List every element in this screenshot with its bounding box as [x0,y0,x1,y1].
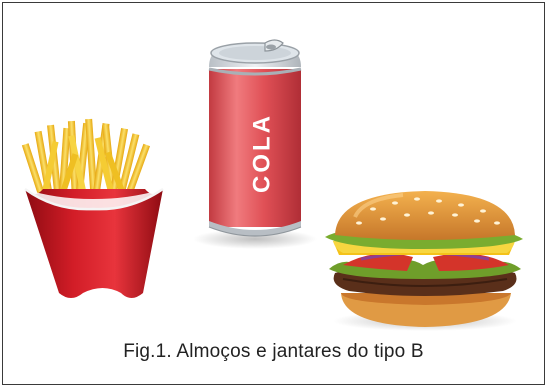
sesame-seeds [356,197,500,225]
fries-box [25,189,163,298]
french-fries-icon [21,118,164,298]
cola-label: COLA [248,113,275,193]
food-illustration: COLA [21,39,523,331]
hamburger-icon [325,191,523,331]
fries-sticks [21,118,151,203]
cola-can-icon: COLA [193,39,317,249]
figure-caption: Fig.1. Almoços e jantares do tipo B [123,341,424,362]
